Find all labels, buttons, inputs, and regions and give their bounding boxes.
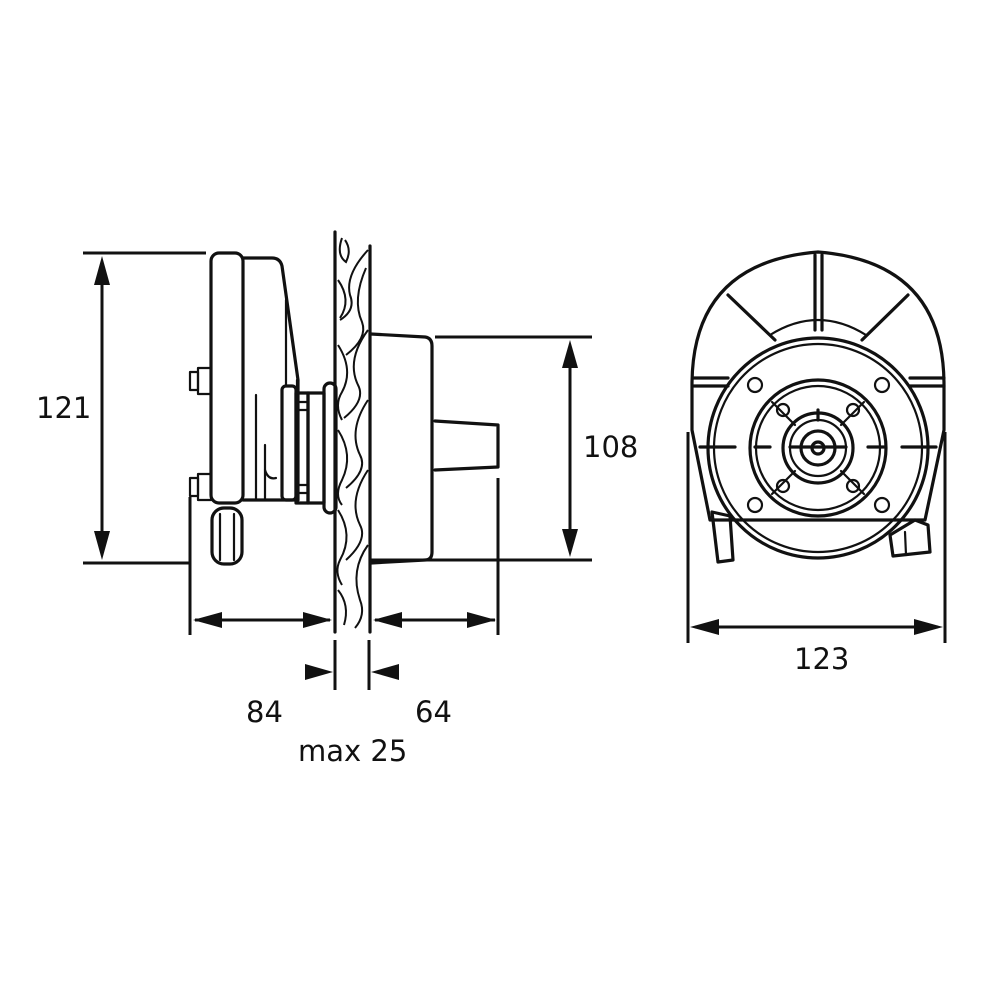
- front-view: [690, 250, 946, 564]
- rear-plate: [209, 251, 245, 505]
- leg-left: [710, 510, 735, 564]
- shaft: [433, 419, 500, 472]
- panel-section: [333, 230, 372, 634]
- leg-right: [888, 518, 932, 558]
- side-view: [188, 230, 500, 634]
- label-max-25: max 25: [298, 734, 408, 768]
- label-84: 84: [246, 695, 283, 729]
- front-bezel: [369, 332, 434, 565]
- label-64: 64: [415, 695, 452, 729]
- mount-hole: [746, 496, 764, 514]
- cable-fitting: [210, 506, 244, 566]
- dimension-123: [686, 432, 947, 643]
- dimension-84-64: [188, 478, 500, 635]
- main-housing: [241, 256, 300, 502]
- outer-housing: [690, 250, 946, 522]
- label-123: 123: [794, 642, 850, 676]
- dimension-121: [83, 251, 206, 565]
- label-121: 121: [36, 391, 92, 425]
- dimension-max-25: [305, 640, 399, 690]
- label-108: 108: [583, 430, 639, 464]
- bolt-lower: [188, 476, 200, 498]
- mount-hole: [746, 376, 764, 394]
- bolt-upper: [188, 370, 200, 392]
- dimension-108: [371, 335, 592, 562]
- mount-hole: [873, 496, 891, 514]
- mount-hole: [873, 376, 891, 394]
